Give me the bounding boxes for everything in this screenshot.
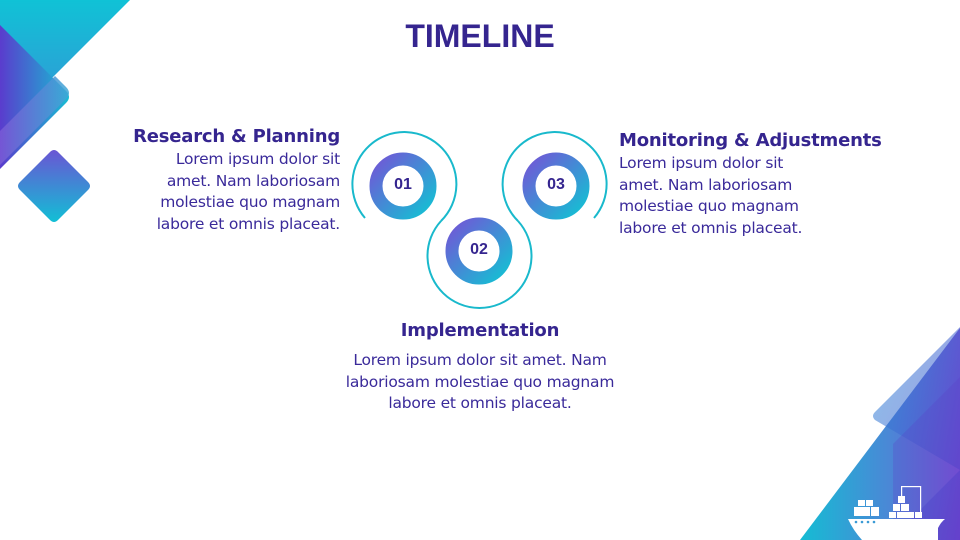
step-number-01: 01 bbox=[394, 176, 412, 193]
step-2-body-line: labore et omnis placeat. bbox=[388, 394, 572, 412]
step-number-02: 02 bbox=[470, 241, 488, 258]
step-1-body-line: Lorem ipsum dolor sit bbox=[175, 150, 340, 168]
step-2-body-line: laboriosam molestiae quo magnam bbox=[345, 372, 615, 391]
step-3-body: Lorem ipsum dolor sit amet. Nam laborios… bbox=[619, 153, 882, 239]
step-3-body-line: amet. Nam laboriosam bbox=[619, 175, 793, 194]
step-1-body-line: amet. Nam laboriosam bbox=[166, 171, 340, 190]
step-1-body: Lorem ipsum dolor sit amet. Nam laborios… bbox=[133, 149, 340, 235]
bottom-right-decoration bbox=[800, 327, 960, 540]
timeline-connector bbox=[351, 131, 608, 309]
step-2-heading: Implementation bbox=[400, 320, 560, 341]
cargo-ship-icon bbox=[848, 486, 945, 540]
step-3-body-line: molestiae quo magnam bbox=[619, 197, 799, 215]
step-1-heading: Research & Planning bbox=[133, 126, 340, 147]
step-3-body-line: labore et omnis placeat. bbox=[619, 218, 803, 237]
step-1-body-line: labore et omnis placeat. bbox=[156, 214, 340, 233]
step-2-block: Implementation Lorem ipsum dolor sit ame… bbox=[330, 320, 630, 415]
step-1-body-line: molestiae quo magnam bbox=[160, 193, 340, 211]
page-title: TIMELINE bbox=[405, 18, 555, 54]
step-2-body-line: Lorem ipsum dolor sit amet. Nam bbox=[353, 351, 607, 369]
step-3-block: Monitoring & Adjustments Lorem ipsum dol… bbox=[619, 130, 882, 239]
step-3-heading: Monitoring & Adjustments bbox=[619, 130, 882, 151]
step-number-03: 03 bbox=[547, 176, 565, 193]
step-3-body-line: Lorem ipsum dolor sit bbox=[619, 154, 784, 172]
step-2-body: Lorem ipsum dolor sit amet. Nam laborios… bbox=[330, 350, 630, 415]
step-1-block: Research & Planning Lorem ipsum dolor si… bbox=[133, 126, 340, 235]
